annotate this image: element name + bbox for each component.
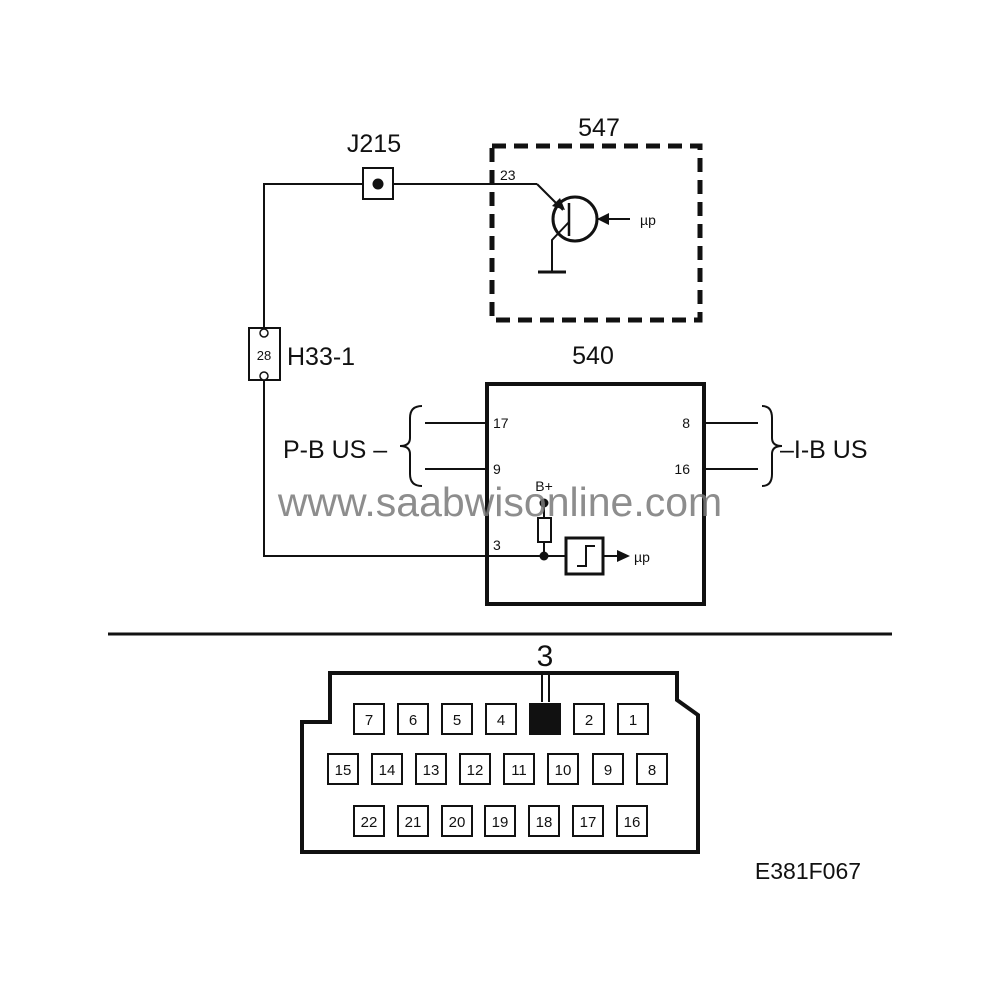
module-540-border — [485, 382, 706, 606]
h33-bottom-terminal — [259, 371, 269, 381]
pin-cavity — [459, 753, 491, 785]
module-540: 540 17 9 8 16 3 B+ µp — [399, 342, 783, 606]
watermark: www.saabwisonline.com — [277, 479, 722, 525]
junction-j215: J215 — [347, 130, 401, 200]
pin-number-label: 5 — [453, 712, 461, 729]
pin-number-label: 6 — [409, 712, 417, 729]
pin-number-label: 22 — [361, 814, 378, 831]
connector-h33-1: 28 H33-1 — [248, 327, 355, 381]
pin-cavity — [503, 753, 535, 785]
pin-number-label: 8 — [648, 762, 656, 779]
module-547: 547 23 µp — [489, 114, 703, 323]
mp-arrow-547 — [597, 213, 609, 225]
schmitt-trigger-glyph — [577, 545, 595, 567]
pin-cavity — [371, 753, 403, 785]
h33-pin-label: 28 — [257, 348, 271, 363]
pin-9-label: 9 — [493, 461, 501, 477]
pin-number-label: 19 — [492, 814, 509, 831]
pin-17-label: 17 — [493, 415, 509, 431]
pin-number-label: 2 — [585, 712, 593, 729]
module-540-label: 540 — [572, 342, 614, 370]
pin-number-label: 9 — [604, 762, 612, 779]
pin-number-label: 17 — [580, 814, 597, 831]
module-540-signal: µp — [634, 549, 650, 565]
mp-arrow-540 — [617, 550, 630, 562]
pin-number-label: 20 — [449, 814, 466, 831]
pin-cavity — [636, 753, 668, 785]
pin-cavity — [528, 805, 560, 837]
pin-cavity — [353, 805, 385, 837]
h33-label: H33-1 — [287, 343, 355, 371]
wiring — [263, 183, 537, 557]
pin-cavity — [485, 703, 517, 735]
pin-cavity — [353, 703, 385, 735]
pin-number-label: 1 — [629, 712, 637, 729]
pin-number-label: 14 — [379, 762, 396, 779]
pin-3-label: 3 — [493, 537, 501, 553]
pin-cavity — [327, 753, 359, 785]
pin-cavity — [572, 805, 604, 837]
pin-8-label: 8 — [682, 415, 690, 431]
pin-number-label: 15 — [335, 762, 352, 779]
pin-number-label: 13 — [423, 762, 440, 779]
pin-cavity — [547, 753, 579, 785]
transistor-emitter-lead — [551, 221, 570, 272]
pin-number-label: 18 — [536, 814, 553, 831]
connector-title: 3 — [537, 640, 554, 673]
pin-number-label: 4 — [497, 712, 505, 729]
i-bus-label: –I-B US — [780, 436, 868, 464]
module-547-pin-23: 23 — [500, 167, 516, 183]
schmitt-trigger-box — [564, 536, 605, 576]
h33-top-terminal — [259, 328, 269, 338]
pin-cavity — [592, 753, 624, 785]
module-547-border — [489, 143, 703, 323]
pin-number-label: 12 — [467, 762, 484, 779]
pin-cavity — [573, 703, 605, 735]
pin-cavity — [484, 805, 516, 837]
supply-label: B+ — [535, 478, 553, 494]
pin-16-label: 16 — [674, 461, 690, 477]
wire-top — [263, 183, 537, 328]
figure-code: E381F067 — [755, 858, 861, 884]
pin-cavity — [415, 753, 447, 785]
junction-label: J215 — [347, 130, 401, 158]
pin-cavity — [616, 805, 648, 837]
input-circuit — [487, 503, 618, 576]
pin-cavity-highlighted — [529, 703, 561, 735]
bus-wires — [399, 405, 783, 487]
pin-number-label: 16 — [624, 814, 641, 831]
right-brace — [761, 405, 783, 487]
input-node — [539, 551, 549, 561]
left-brace — [399, 405, 423, 487]
pin-number-label: 10 — [555, 762, 572, 779]
pin-cavity — [397, 703, 429, 735]
junction-dot — [372, 178, 384, 190]
connector-housing — [300, 671, 700, 854]
module-547-signal: µp — [640, 212, 656, 228]
pin-number-label: 7 — [365, 712, 373, 729]
pin-cavity — [441, 703, 473, 735]
pin-cavity — [397, 805, 429, 837]
module-547-label: 547 — [578, 114, 620, 142]
pin-row-2: 15 14 13 12 11 10 9 8 — [327, 753, 668, 785]
p-bus-label: P-B US – — [283, 436, 387, 464]
pin-row-3: 22 21 20 19 18 17 16 — [353, 805, 648, 837]
transistor-arrow — [552, 198, 565, 210]
wire-bottom — [263, 380, 487, 557]
supply-node — [539, 498, 549, 508]
junction-box — [362, 167, 394, 200]
pin-number-label: 21 — [405, 814, 422, 831]
pin-cavity — [441, 805, 473, 837]
transistor-symbol — [536, 183, 630, 274]
pin-cavity — [617, 703, 649, 735]
pin-row-1: 7 6 5 4 2 1 — [353, 703, 649, 735]
pin-number-label: 11 — [511, 762, 527, 779]
